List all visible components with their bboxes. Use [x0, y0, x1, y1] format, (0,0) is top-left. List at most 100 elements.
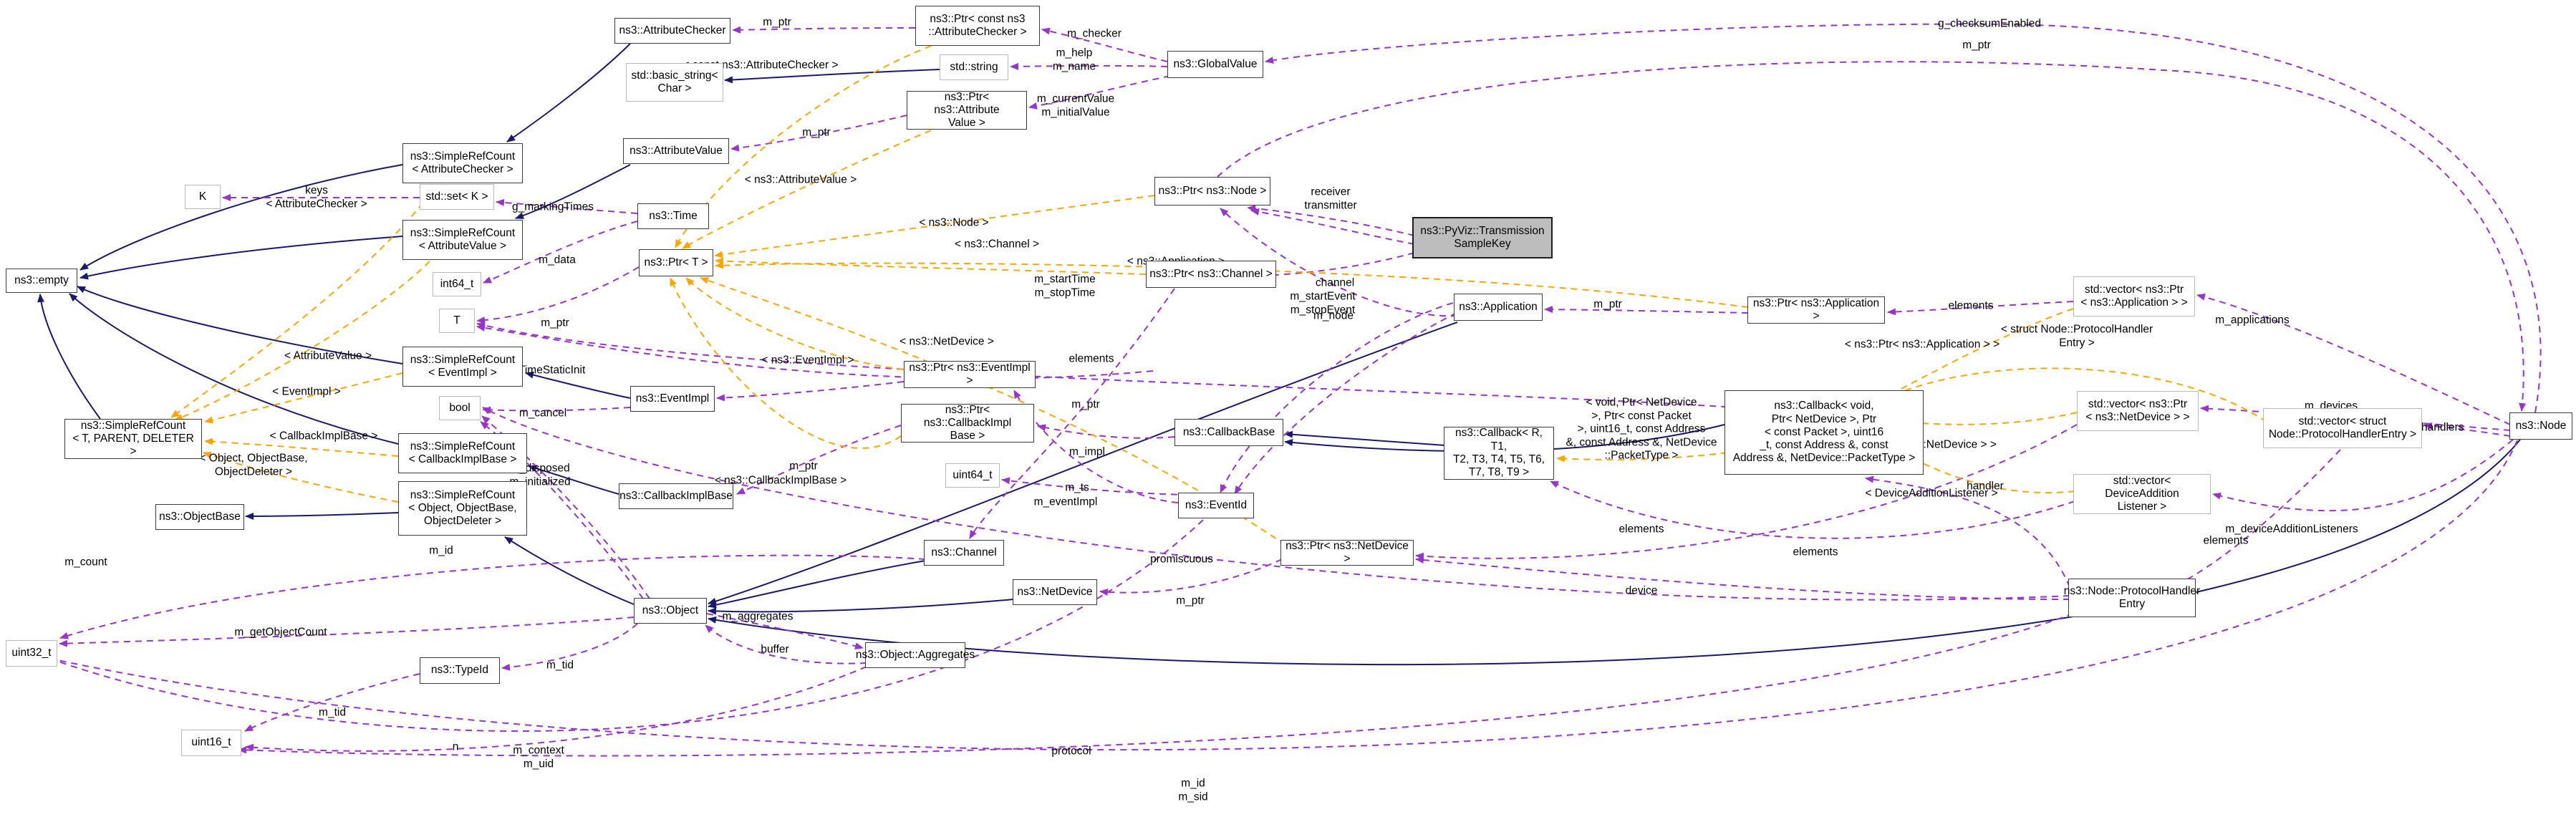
- usage-edge: [1265, 23, 2542, 413]
- class-node-ptr-callback-impl-base[interactable]: ns3::Ptr< ns3::CallbackImpl Base >: [901, 404, 1034, 443]
- inheritance-edge: [525, 371, 631, 399]
- class-node-src-attribute-value[interactable]: ns3::SimpleRefCount < AttributeValue >: [402, 220, 523, 260]
- inheritance-edge: [37, 294, 101, 420]
- class-node-attribute-checker[interactable]: ns3::AttributeChecker: [614, 18, 730, 44]
- class-node-vector-device-addition-listener[interactable]: std::vector< DeviceAddition Listener >: [2073, 474, 2211, 514]
- class-node-ptr-attribute-value[interactable]: ns3::Ptr< ns3::Attribute Value >: [907, 91, 1027, 130]
- usage-edge: [482, 406, 631, 414]
- class-node-pyviz-transmission-sample-key[interactable]: ns3::PyViz::Transmission SampleKey: [1412, 217, 1553, 258]
- usage-edge: [1028, 75, 1171, 110]
- class-node-bool[interactable]: bool: [439, 396, 481, 420]
- class-node-uint64-t[interactable]: uint64_t: [945, 463, 1000, 488]
- usage-edge: [501, 623, 638, 671]
- class-node-callback-void[interactable]: ns3::Callback< void, Ptr< NetDevice >, P…: [1724, 390, 1924, 475]
- class-node-vector-ptr-net-device[interactable]: std::vector< ns3::Ptr < ns3::NetDevice >…: [2077, 391, 2199, 431]
- usage-edge: [2196, 293, 2511, 425]
- template-edge: [1864, 367, 2267, 422]
- class-node-net-device[interactable]: ns3::NetDevice: [1013, 579, 1097, 605]
- usage-edge: [496, 198, 638, 214]
- class-node-vector-protocol-handler-entry[interactable]: std::vector< struct Node::ProtocolHandle…: [2263, 408, 2422, 448]
- usage-edge: [244, 673, 420, 732]
- inheritance-edge: [708, 560, 926, 609]
- class-node-callback-impl-base[interactable]: ns3::CallbackImplBase: [619, 483, 733, 509]
- usage-edge: [1247, 205, 1415, 236]
- usage-edge: [730, 115, 907, 152]
- usage-edge: [1041, 27, 1168, 62]
- usage-edge: [476, 322, 1774, 411]
- class-node-ptr-channel[interactable]: ns3::Ptr< ns3::Channel >: [1146, 261, 1276, 288]
- usage-edge: [481, 415, 650, 599]
- class-node-object-aggregates[interactable]: ns3::Object::Aggregates: [856, 642, 975, 668]
- template-edge: [715, 257, 1147, 275]
- usage-edge: [1220, 208, 1458, 317]
- inheritance-edge: [79, 236, 403, 280]
- usage-edge: [1415, 424, 2078, 560]
- template-edge: [714, 195, 1155, 258]
- usage-edge: [1887, 301, 2074, 316]
- class-node-event-impl[interactable]: ns3::EventImpl: [630, 386, 715, 412]
- class-node-t[interactable]: T: [439, 309, 475, 333]
- class-node-ptr-net-device[interactable]: ns3::Ptr< ns3::NetDevice >: [1280, 540, 1414, 566]
- usage-edge: [716, 381, 905, 402]
- class-node-src-attribute-checker[interactable]: ns3::SimpleRefCount < AttributeChecker >: [402, 143, 523, 183]
- template-edge: [1863, 412, 2078, 425]
- class-node-src-callback-impl-base[interactable]: ns3::SimpleRefCount < CallbackImplBase >: [398, 433, 527, 473]
- class-node-node-protocol-handler-entry[interactable]: ns3::Node::ProtocolHandler Entry: [2064, 579, 2200, 617]
- inheritance-edge: [79, 164, 403, 271]
- class-node-empty[interactable]: ns3::empty: [6, 269, 77, 293]
- class-node-object-base[interactable]: ns3::ObjectBase: [155, 504, 244, 530]
- class-node-attribute-value[interactable]: ns3::AttributeValue: [623, 138, 729, 164]
- template-edge: [174, 261, 430, 421]
- inheritance-edge: [708, 599, 1014, 615]
- class-node-k[interactable]: K: [185, 185, 221, 209]
- usage-edge: [732, 26, 916, 34]
- class-node-callback-base[interactable]: ns3::CallbackBase: [1174, 419, 1283, 446]
- class-node-vector-ptr-application[interactable]: std::vector< ns3::Ptr < ns3::Application…: [2073, 276, 2195, 316]
- template-edge: [170, 184, 438, 418]
- inheritance-edge: [504, 536, 635, 605]
- class-node-set-k[interactable]: std::set< K >: [420, 184, 494, 210]
- class-node-int64-t[interactable]: int64_t: [433, 272, 481, 296]
- class-node-ptr-const-attribute-checker[interactable]: ns3::Ptr< const ns3 ::AttributeChecker >: [915, 6, 1040, 46]
- class-node-src-t-parent-deleter[interactable]: ns3::SimpleRefCount < T, PARENT, DELETER…: [64, 419, 202, 459]
- class-node-application[interactable]: ns3::Application: [1454, 294, 1543, 321]
- usage-edge: [41, 440, 2518, 751]
- class-node-channel[interactable]: ns3::Channel: [924, 540, 1004, 566]
- template-edge: [675, 45, 932, 248]
- class-node-string[interactable]: std::string: [940, 54, 1008, 80]
- inheritance-edge: [506, 43, 631, 142]
- usage-edge: [1010, 62, 1168, 70]
- template-edge: [685, 277, 905, 370]
- class-node-ptr-event-impl[interactable]: ns3::Ptr< ns3::EventImpl >: [904, 361, 1036, 388]
- class-node-ptr-node[interactable]: ns3::Ptr< ns3::Node >: [1154, 177, 1270, 206]
- class-node-src-event-impl[interactable]: ns3::SimpleRefCount < EventImpl >: [402, 347, 523, 387]
- class-node-object[interactable]: ns3::Object: [634, 598, 707, 624]
- class-node-uint16-t[interactable]: uint16_t: [181, 730, 241, 756]
- class-node-type-id[interactable]: ns3::TypeId: [420, 657, 500, 684]
- class-node-global-value[interactable]: ns3::GlobalValue: [1167, 51, 1263, 78]
- class-node-callback-r-t1[interactable]: ns3::Callback< R, T1, T2, T3, T4, T5, T6…: [1444, 427, 1554, 480]
- class-node-ptr-application[interactable]: ns3::Ptr< ns3::Application >: [1747, 296, 1885, 324]
- usage-edge: [1415, 556, 2070, 601]
- class-node-event-id[interactable]: ns3::EventId: [1178, 493, 1254, 518]
- usage-edge: [1037, 424, 1175, 439]
- template-edge: [1556, 452, 1728, 463]
- class-node-basic-string[interactable]: std::basic_string< Char >: [626, 63, 723, 102]
- inheritance-edge: [708, 322, 1458, 605]
- template-edge: [203, 451, 399, 503]
- usage-edge: [1013, 390, 1179, 503]
- class-node-ptr-t[interactable]: ns3::Ptr< T >: [639, 249, 713, 276]
- class-node-time[interactable]: ns3::Time: [637, 203, 709, 229]
- inheritance-edge: [528, 465, 619, 495]
- usage-edge: [238, 613, 2074, 757]
- usage-edge: [245, 666, 867, 752]
- usage-edge: [482, 407, 2070, 601]
- usage-edge: [476, 324, 1154, 380]
- inheritance-edge: [724, 69, 940, 84]
- class-node-uint32-t[interactable]: uint32_t: [6, 640, 57, 667]
- usage-edge: [1220, 297, 1476, 493]
- usage-edge: [736, 425, 902, 495]
- class-node-src-object[interactable]: ns3::SimpleRefCount < Object, ObjectBase…: [398, 481, 527, 536]
- class-node-node[interactable]: ns3::Node: [2509, 412, 2572, 440]
